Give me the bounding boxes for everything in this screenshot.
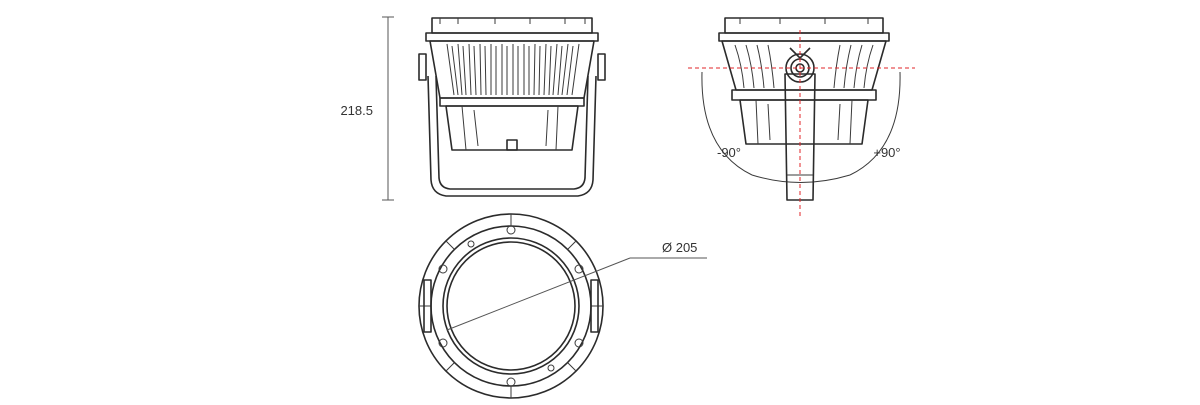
height-label: 218.5 (340, 103, 373, 118)
height-dimension: 218.5 (340, 16, 394, 201)
bottom-view: Ø 205 (418, 213, 707, 399)
screws (438, 225, 584, 387)
tilt-right-label: +90° (873, 145, 900, 160)
diameter-label: Ø 205 (662, 240, 697, 255)
side-view: -90° +90° (688, 17, 915, 218)
diameter-leader (446, 257, 631, 331)
tilt-left-label: -90° (717, 145, 741, 160)
front-view (418, 17, 606, 197)
